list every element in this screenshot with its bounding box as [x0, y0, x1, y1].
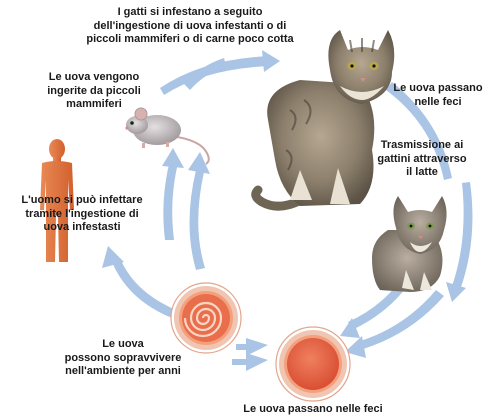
label-eggs-feces-bottom: Le uova passano nelle feci	[213, 403, 413, 417]
arrow-top-to-mouse	[160, 50, 280, 95]
mouse-icon	[125, 108, 208, 164]
label-eggs-environment: Le uova possono sopravvivere nell'ambien…	[58, 338, 188, 379]
arrow-left-up	[162, 148, 184, 240]
label-kitten-transmission: Trasmissione ai gattini attraverso il la…	[362, 139, 482, 180]
kitten-icon	[372, 196, 447, 292]
label-eggs-feces-right: Le uova passano nelle feci	[382, 82, 494, 109]
arrows-egg-to-egg	[232, 338, 268, 371]
label-cat-infection: I gatti si infestano a seguito dell'inge…	[60, 6, 320, 47]
arrow-egg-up	[188, 152, 210, 270]
label-human-infection: L'uomo si può infettare tramite l'ingest…	[2, 194, 162, 235]
adult-cat-icon	[256, 30, 395, 206]
egg-cell-icon	[276, 327, 350, 401]
arrow-bottom-left	[102, 246, 176, 318]
label-eggs-ingested-mammals: Le uova vengono ingerite da piccoli mamm…	[34, 71, 154, 112]
arrow-right-down	[446, 182, 472, 302]
